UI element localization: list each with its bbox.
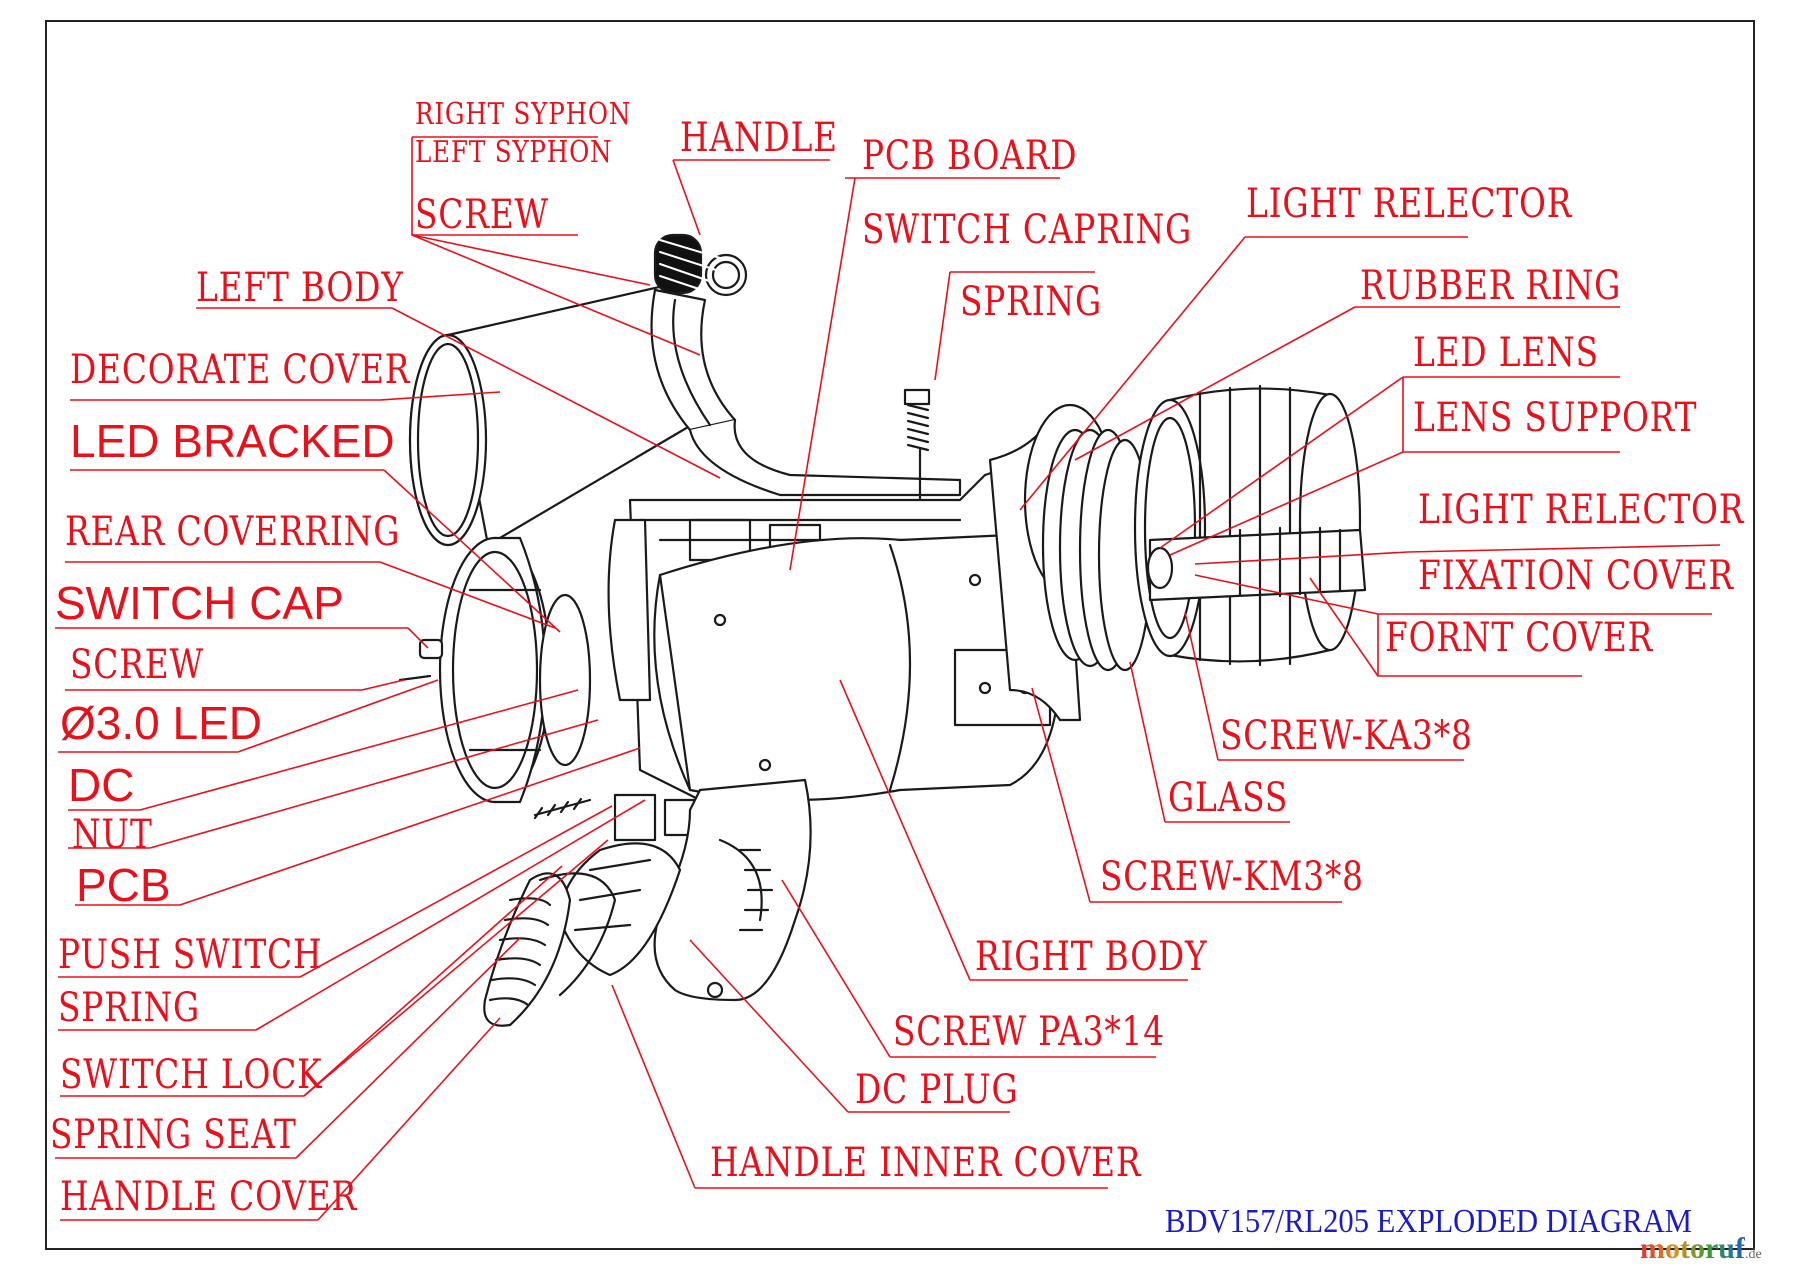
watermark-tld: .de <box>1744 1247 1762 1262</box>
label-lens-support: LENS SUPPORT <box>1413 395 1698 441</box>
switch-parts <box>533 793 702 842</box>
diagram-title: BDV157/RL205 EXPLODED DIAGRAM <box>1165 1203 1693 1240</box>
label-decorate-cover: DECORATE COVER <box>70 347 411 393</box>
ring-parts <box>1041 428 1153 672</box>
label-screw-ka3: SCREW-KA3*8 <box>1220 713 1473 759</box>
handle-part <box>650 233 962 497</box>
label-spring-top: SPRING <box>960 279 1103 325</box>
label-fornt-cover: FORNT COVER <box>1385 615 1654 661</box>
label-light-relector-top: LIGHT RELECTOR <box>1246 181 1573 227</box>
watermark-logo: motoruf.de <box>1640 1232 1762 1266</box>
label-glass: GLASS <box>1168 775 1289 821</box>
label-handle: HANDLE <box>680 115 838 161</box>
label-led-bracked: LED BRACKED <box>70 415 395 467</box>
label-spring-seat: SPRING SEAT <box>50 1112 297 1158</box>
lens-support-part <box>1146 526 1367 602</box>
drawing-frame <box>45 20 1755 1250</box>
label-fixation-cover: FIXATION COVER <box>1418 553 1734 599</box>
label-right-body: RIGHT BODY <box>975 934 1208 980</box>
label-dc-plug: DC PLUG <box>855 1067 1019 1113</box>
torch-parts <box>398 233 1367 1027</box>
label-light-relector-right: LIGHT RELECTOR <box>1418 487 1745 533</box>
label-spring-left: SPRING <box>58 985 201 1031</box>
label-nut: NUT <box>72 812 153 858</box>
label-screw-pa3: SCREW PA3*14 <box>893 1009 1165 1055</box>
label-led-30: Ø3.0 LED <box>60 697 262 749</box>
label-rubber-ring: RUBBER RING <box>1360 263 1622 309</box>
label-pcb-board: PCB BOARD <box>862 133 1078 179</box>
watermark-text: motoruf <box>1640 1232 1745 1265</box>
label-screw-top: SCREW <box>415 192 550 238</box>
label-switch-cap: SWITCH CAP <box>55 577 344 629</box>
handle-cover-part <box>483 872 617 1027</box>
rear-coverring-part <box>438 536 592 804</box>
label-left-body: LEFT BODY <box>196 265 404 311</box>
label-switch-lock: SWITCH LOCK <box>60 1052 323 1098</box>
spring-part <box>903 388 931 502</box>
front-cover-part <box>1133 384 1362 667</box>
label-left-syphon: LEFT SYPHON <box>415 135 613 170</box>
label-rear-coverring: REAR COVERRING <box>65 509 401 555</box>
label-led-lens: LED LENS <box>1413 330 1599 376</box>
label-push-switch: PUSH SWITCH <box>58 932 323 978</box>
label-dc: DC <box>68 759 135 811</box>
label-screw-km3: SCREW-KM3*8 <box>1100 854 1364 900</box>
label-screw-left: SCREW <box>70 642 205 688</box>
label-pcb: PCB <box>76 859 171 911</box>
label-right-syphon: RIGHT SYPHON <box>415 97 632 132</box>
label-handle-cover: HANDLE COVER <box>60 1174 358 1220</box>
leader-lines <box>55 136 1721 1221</box>
switch-cap-part <box>398 638 444 682</box>
label-switch-capring: SWITCH CAPRING <box>862 207 1193 253</box>
label-handle-inner-cover: HANDLE INNER COVER <box>710 1140 1142 1186</box>
